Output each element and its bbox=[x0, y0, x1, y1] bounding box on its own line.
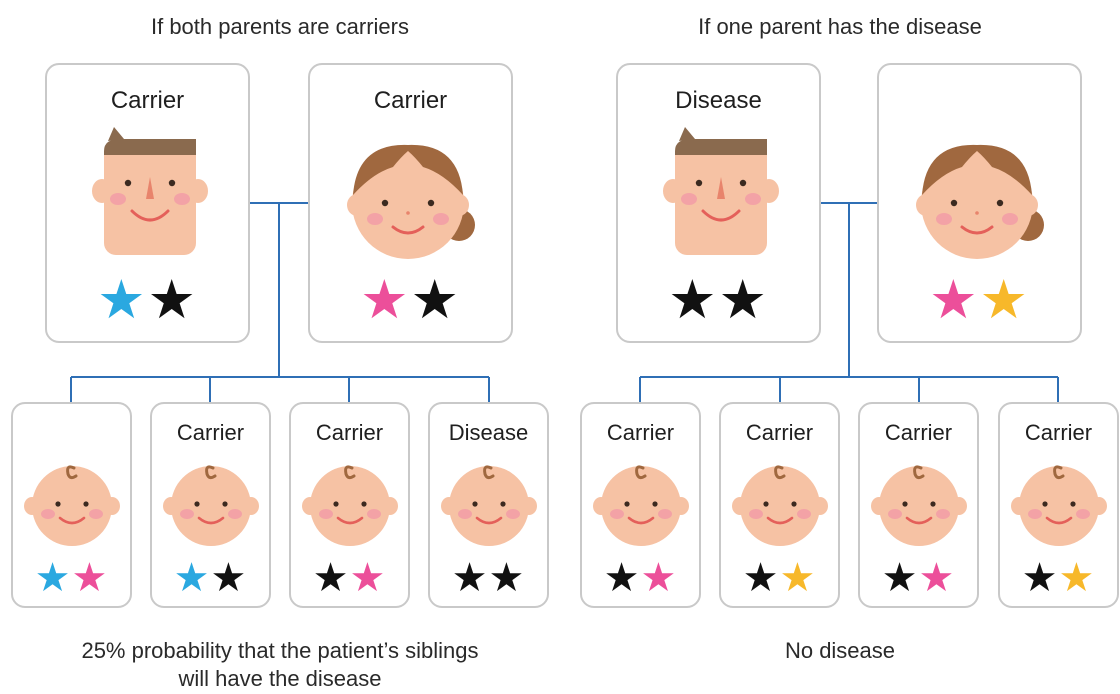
black-star-icon: ★ bbox=[718, 270, 769, 330]
black-star-icon: ★ bbox=[1021, 556, 1059, 600]
right-caption: No disease bbox=[784, 638, 896, 663]
baby-face-icon bbox=[22, 464, 122, 548]
left-mother-label: Carrier bbox=[373, 87, 448, 114]
black-star-icon: ★ bbox=[210, 556, 248, 600]
right-child-label-3: Carrier bbox=[884, 420, 953, 445]
right-child-genes-2: ★★ bbox=[721, 558, 838, 598]
baby-face-icon bbox=[439, 464, 539, 548]
woman-face-icon bbox=[914, 143, 1046, 261]
left-child-label-4: Disease bbox=[448, 420, 529, 445]
black-star-icon: ★ bbox=[742, 556, 780, 600]
baby-face-icon bbox=[161, 464, 261, 548]
right-child-genes-3: ★★ bbox=[860, 558, 977, 598]
right-mother-genes: ★★ bbox=[879, 273, 1080, 327]
yellow-star-icon: ★ bbox=[779, 556, 817, 600]
right-father-genes: ★★ bbox=[618, 273, 819, 327]
black-star-icon: ★ bbox=[410, 270, 461, 330]
right-mother-card: ★★ bbox=[877, 63, 1082, 343]
left-child-genes-1: ★★ bbox=[13, 558, 130, 598]
left-mother-card: Carrier ★★ bbox=[308, 63, 513, 343]
right-child-genes-1: ★★ bbox=[582, 558, 699, 598]
black-star-icon: ★ bbox=[312, 556, 350, 600]
right-child-card-2: Carrier ★★ bbox=[719, 402, 840, 608]
right-title: If one parent has the disease bbox=[698, 14, 982, 39]
left-father-card: Carrier ★★ bbox=[45, 63, 250, 343]
left-child-card-4: Disease ★★ bbox=[428, 402, 549, 608]
pink-star-icon: ★ bbox=[929, 270, 980, 330]
black-star-icon: ★ bbox=[451, 556, 489, 600]
pink-star-icon: ★ bbox=[349, 556, 387, 600]
left-child-card-3: Carrier ★★ bbox=[289, 402, 410, 608]
blue-star-icon: ★ bbox=[34, 556, 72, 600]
right-father-label: Disease bbox=[675, 87, 762, 114]
left-child-card-2: Carrier ★★ bbox=[150, 402, 271, 608]
left-child-label-3: Carrier bbox=[315, 420, 384, 445]
right-child-card-4: Carrier ★★ bbox=[998, 402, 1119, 608]
baby-face-icon bbox=[869, 464, 969, 548]
pink-star-icon: ★ bbox=[71, 556, 109, 600]
left-caption: 25% probability that the patient’s sibli… bbox=[20, 637, 540, 693]
left-child-genes-3: ★★ bbox=[291, 558, 408, 598]
baby-face-icon bbox=[591, 464, 691, 548]
pink-star-icon: ★ bbox=[360, 270, 411, 330]
black-star-icon: ★ bbox=[488, 556, 526, 600]
left-title: If both parents are carriers bbox=[150, 14, 409, 39]
left-mother-genes: ★★ bbox=[310, 273, 511, 327]
blue-star-icon: ★ bbox=[173, 556, 211, 600]
right-child-label-1: Carrier bbox=[606, 420, 675, 445]
yellow-star-icon: ★ bbox=[979, 270, 1030, 330]
yellow-star-icon: ★ bbox=[1058, 556, 1096, 600]
woman-face-icon bbox=[345, 143, 477, 261]
left-child-genes-4: ★★ bbox=[430, 558, 547, 598]
left-father-genes: ★★ bbox=[47, 273, 248, 327]
left-child-card-1: ★★ bbox=[11, 402, 132, 608]
pink-star-icon: ★ bbox=[918, 556, 956, 600]
left-caption-line-2: will have the disease bbox=[178, 666, 382, 691]
black-star-icon: ★ bbox=[881, 556, 919, 600]
baby-face-icon bbox=[1009, 464, 1109, 548]
right-child-label-2: Carrier bbox=[745, 420, 814, 445]
right-father-card: Disease ★★ bbox=[616, 63, 821, 343]
black-star-icon: ★ bbox=[147, 270, 198, 330]
man-face-icon bbox=[661, 125, 781, 257]
left-child-genes-2: ★★ bbox=[152, 558, 269, 598]
right-child-genes-4: ★★ bbox=[1000, 558, 1117, 598]
black-star-icon: ★ bbox=[668, 270, 719, 330]
right-child-card-1: Carrier ★★ bbox=[580, 402, 701, 608]
left-caption-line-1: 25% probability that the patient’s sibli… bbox=[81, 638, 479, 663]
right-child-card-3: Carrier ★★ bbox=[858, 402, 979, 608]
man-face-icon bbox=[90, 125, 210, 257]
blue-star-icon: ★ bbox=[97, 270, 148, 330]
left-father-label: Carrier bbox=[110, 87, 185, 114]
black-star-icon: ★ bbox=[603, 556, 641, 600]
left-child-label-2: Carrier bbox=[176, 420, 245, 445]
baby-face-icon bbox=[300, 464, 400, 548]
pink-star-icon: ★ bbox=[640, 556, 678, 600]
baby-face-icon bbox=[730, 464, 830, 548]
right-child-label-4: Carrier bbox=[1024, 420, 1093, 445]
